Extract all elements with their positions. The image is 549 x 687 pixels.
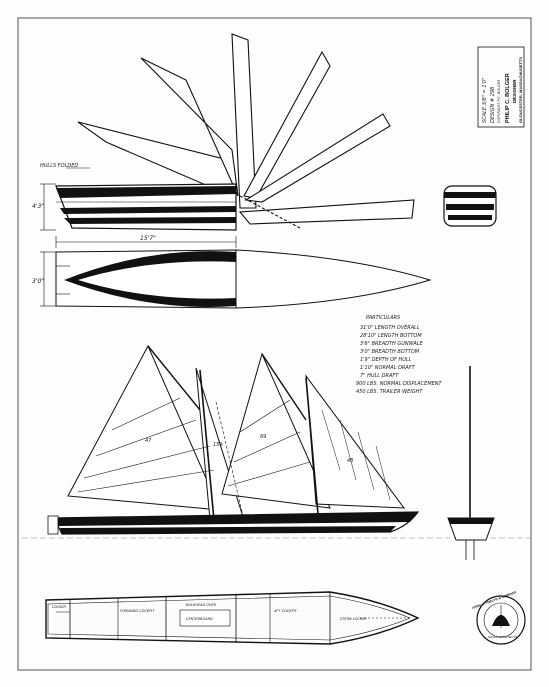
particular-line: 3'0" BREADTH BOTTOM <box>360 349 420 355</box>
sail-area-label: 48 <box>347 458 353 464</box>
particular-line: 31'0" LENGTH OVERALL <box>360 325 420 331</box>
designer-name: PHILIP C. BOLGER <box>505 73 511 123</box>
dim-height-label: 4'3" <box>32 203 44 210</box>
sail-area-label: 159 <box>213 442 223 448</box>
particular-line: 450 LBS. TRAILER WEIGHT <box>356 389 423 395</box>
particular-line: 7" HULL DRAFT <box>360 373 399 379</box>
particular-line: 3'6" BREADTH GUNWALE <box>360 341 424 347</box>
fanned-sail-5 <box>244 113 391 203</box>
dim-length-label: 15'7" <box>140 235 156 242</box>
rudder <box>47 515 59 535</box>
dim-beam-label: 3'0" <box>32 278 44 285</box>
fore-sail <box>67 344 221 511</box>
hull-profile-under-sail <box>47 511 420 535</box>
fanned-sails-view <box>77 33 415 229</box>
plan-label-locker: LOCKER <box>52 605 67 609</box>
plan-label-centerboard: CENTERBOARD <box>186 617 213 621</box>
dim-length <box>55 236 237 248</box>
sail-area-label: 47 <box>145 438 152 444</box>
plan-label-aft-cockpit: AFT COCKPIT <box>273 609 298 613</box>
folded-hull-profile <box>55 183 237 231</box>
designer-location: GLOUCESTER, MASSACHUSETTS <box>518 57 523 123</box>
dim-beam <box>40 251 56 307</box>
mizzen-sail <box>305 374 406 509</box>
plan-label-bulkhead: BULKHEAD OVER <box>186 603 217 607</box>
dim-height <box>40 183 56 231</box>
plan-label-forward-cockpit: FORWARD COCKPIT <box>120 609 155 613</box>
plan-label-stern-locker: STERN LOCKER <box>340 617 367 621</box>
sheet-border <box>17 17 532 671</box>
deck-plan-view <box>45 591 420 645</box>
particulars-heading: PARTICULARS <box>366 315 401 321</box>
copyright-label: COPYRIGHT P.C. BOLGER <box>497 79 501 123</box>
fanned-sail-3 <box>231 33 257 209</box>
particulars-block: PARTICULARS 31'0" LENGTH OVERALL 28'10" … <box>356 315 443 395</box>
sail-plan-profile <box>67 344 406 521</box>
stamp-center-text: NAVAL ARCHITECTS <box>488 635 517 639</box>
mast-end-view <box>447 366 495 560</box>
main-sail <box>221 352 331 509</box>
title-block: SCALE 3/8" = 1'0" DESIGN # 298 COPYRIGHT… <box>477 46 525 128</box>
particular-line: 1'10" NORMAL DRAFT <box>360 365 416 371</box>
designer-role: DESIGNER <box>512 79 517 103</box>
particular-line: 900 LBS. NORMAL DISPLACEMENT <box>356 381 443 387</box>
scale-label: SCALE 3/8" = 1'0" <box>482 78 488 123</box>
particular-line: 1'9" DEPTH OF HULL <box>360 357 412 363</box>
design-number: DESIGN # 298 <box>490 87 496 123</box>
designer-stamp <box>476 595 526 645</box>
fanned-sail-6 <box>238 199 415 225</box>
particular-line: 28'10" LENGTH BOTTOM <box>360 333 422 339</box>
sail-area-label: 69 <box>260 434 266 440</box>
hull-end-section <box>443 185 497 227</box>
fanned-sail-2 <box>140 57 239 197</box>
hull-plan-view <box>55 249 432 309</box>
hull-folded-label: HULLS FOLDED <box>40 163 78 169</box>
